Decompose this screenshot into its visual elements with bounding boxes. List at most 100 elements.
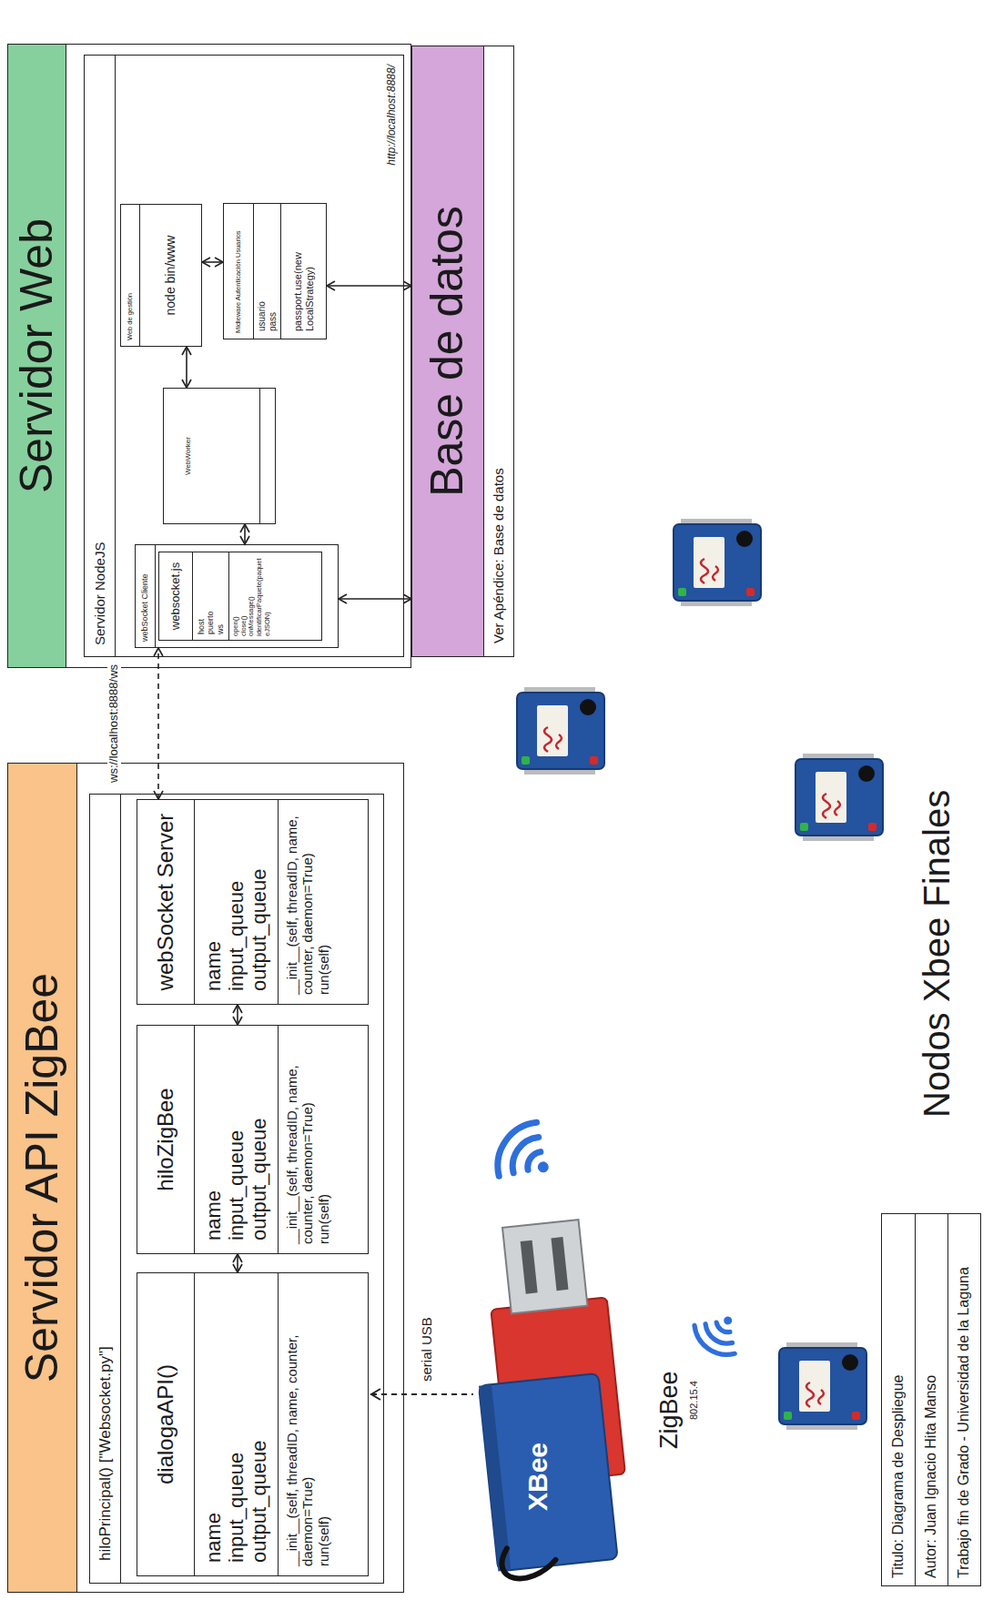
compartment: Servidor NodeJS bbox=[84, 55, 116, 657]
xbee-end-node bbox=[673, 518, 761, 607]
label-text: __init__(self, threadID, name, counter, … bbox=[283, 1282, 316, 1567]
compartment: __init__(self, threadID, name, counter, … bbox=[277, 800, 368, 1004]
compartment: WebWorker bbox=[163, 388, 260, 524]
label-text: webSocket Cliente bbox=[140, 550, 150, 642]
arrow-head bbox=[202, 257, 211, 267]
compartment: Servidor API ZigBee bbox=[8, 763, 78, 1592]
label-text: Servidor Web bbox=[10, 53, 64, 659]
class-box: Midleware Autenticación Usuariosusuariop… bbox=[222, 202, 327, 340]
label-text: passport.use(new LocalStrategy) bbox=[292, 211, 315, 332]
compartment: open()close()onMessage()identificarPaque… bbox=[228, 552, 322, 640]
arrow-head bbox=[403, 281, 412, 291]
free-label: 802.15.4 bbox=[688, 1380, 700, 1420]
connector-label: ws://localhost:8888/ws bbox=[107, 661, 122, 786]
label-text: serial USB bbox=[418, 1317, 435, 1382]
xbee-end-node bbox=[779, 1342, 867, 1430]
compartment: Base de datos bbox=[412, 46, 484, 657]
label-text: 802.15.4 bbox=[688, 1380, 700, 1420]
label-text: onMessage() bbox=[247, 556, 256, 637]
compartment: passport.use(new LocalStrategy) bbox=[280, 203, 326, 339]
label-text: host bbox=[196, 557, 206, 635]
label-text: open() bbox=[232, 556, 241, 637]
label-text: __init__(self, threadID, name, counter, … bbox=[283, 1034, 316, 1245]
connector bbox=[326, 281, 412, 291]
compartment: dialogaAPI() bbox=[137, 1273, 194, 1576]
label-text: Autor: Juan Ignacio Hita Manso bbox=[922, 1221, 940, 1579]
wireless-arc bbox=[524, 1149, 541, 1171]
free-label: XBee bbox=[522, 1442, 555, 1511]
xbee-end-node bbox=[795, 753, 883, 842]
label-text: input_queue bbox=[224, 1038, 248, 1241]
label-text: hiloZigBee bbox=[152, 1031, 179, 1248]
label-text: WebWorker bbox=[183, 392, 193, 520]
class-box: hiloZigBee nameinput_queueoutput_queue__i… bbox=[136, 1024, 369, 1255]
compartment: webSocket Server bbox=[137, 800, 194, 1004]
label-text: Midleware Autenticación Usuarios bbox=[234, 209, 244, 334]
compartment: Autor: Juan Ignacio Hita Manso bbox=[914, 1214, 948, 1586]
usb-slot bbox=[550, 1236, 568, 1291]
label-text: websocket.js bbox=[169, 555, 183, 638]
compartment: webSocket Cliente bbox=[135, 545, 156, 648]
database-band: Base de datosVer Apéndice: Base de datos bbox=[411, 45, 515, 658]
compartment: nameinput_queueoutput_queue bbox=[193, 800, 278, 1004]
compartment: Web de gestión bbox=[121, 204, 140, 346]
xbee-end-node bbox=[516, 687, 605, 775]
label-text: puerto bbox=[205, 557, 215, 635]
label-text: Web de gestión bbox=[126, 210, 135, 341]
compartment: Trabajo fin de Grado - Universidad de la… bbox=[947, 1214, 981, 1586]
compartment: __init__(self, threadID, name, counter, … bbox=[277, 1273, 368, 1576]
label-text: close() bbox=[240, 556, 249, 637]
compartment: usuariopass bbox=[253, 203, 281, 339]
wireless-arc bbox=[486, 1114, 538, 1176]
wireless-symbol bbox=[486, 1114, 567, 1197]
label-text: run(self) bbox=[315, 1034, 332, 1245]
label-text: ws bbox=[215, 557, 225, 635]
compartment: __init__(self, threadID, name, counter, … bbox=[277, 1025, 368, 1254]
arrow-head bbox=[338, 594, 347, 604]
arrow-head bbox=[233, 1254, 243, 1263]
label-text: pass bbox=[267, 211, 279, 332]
label-text: webSocket Server bbox=[152, 805, 179, 999]
compartment: nameinput_queueoutput_queue bbox=[193, 1025, 278, 1254]
compartment: Titulo: Diagrama de Despliegue bbox=[881, 1214, 915, 1586]
corner-note: http://localhost:8888/ bbox=[385, 64, 399, 166]
usb-plug bbox=[502, 1219, 588, 1314]
label-text: output_queue bbox=[247, 812, 271, 992]
class-box: webSocket Server nameinput_queueoutput_qu… bbox=[136, 799, 369, 1005]
label-text: identificarPaquete(paqueteJSON) bbox=[255, 556, 272, 637]
arrow-head bbox=[233, 1016, 243, 1025]
label-text: dialogaAPI() bbox=[152, 1278, 179, 1571]
nodejs-frame: Servidor NodeJS http://localhost:8888/web… bbox=[83, 54, 405, 658]
compartment: hiloPrincipal() ["Websocket.py"] bbox=[90, 794, 122, 1583]
xbee-module bbox=[478, 1373, 619, 1572]
connector bbox=[182, 346, 192, 388]
label-text: http://localhost:8888/ bbox=[385, 64, 399, 166]
serial-link bbox=[371, 1393, 474, 1396]
label-text: node bin/www bbox=[162, 208, 178, 343]
connector-line bbox=[185, 346, 188, 388]
connector-line bbox=[326, 284, 412, 287]
wireless-symbol bbox=[688, 1303, 750, 1364]
label-text: name bbox=[202, 1286, 225, 1563]
arrow-head bbox=[182, 346, 192, 355]
label-text: usuario bbox=[256, 211, 268, 332]
usb-xbee-adapter bbox=[462, 1217, 635, 1581]
title-block: Titulo: Diagrama de Despliegue Autor: Jua… bbox=[881, 1213, 982, 1587]
label-text: Nodos Xbee Finales bbox=[915, 790, 958, 1118]
label-text: Servidor API ZigBee bbox=[16, 772, 70, 1583]
xbee-antenna bbox=[500, 1543, 558, 1581]
arrow-head bbox=[153, 648, 163, 657]
compartment: Midleware Autenticación Usuarios bbox=[223, 203, 254, 339]
arrow-head bbox=[182, 379, 192, 388]
connector-line bbox=[236, 1004, 239, 1025]
component-box: Web de gestión node bin/www bbox=[120, 203, 203, 347]
wireless-dot bbox=[721, 1315, 734, 1328]
label-text: XBee bbox=[522, 1442, 555, 1511]
label-text: Trabajo fin de Grado - Universidad de la… bbox=[955, 1221, 973, 1579]
compartment: nameinput_queueoutput_queue bbox=[193, 1273, 278, 1576]
label-text: name bbox=[202, 812, 225, 992]
label-text: run(self) bbox=[315, 809, 332, 995]
label-text: name bbox=[202, 1038, 225, 1241]
wireless-arc bbox=[714, 1322, 730, 1335]
arrow-head bbox=[233, 1004, 243, 1014]
